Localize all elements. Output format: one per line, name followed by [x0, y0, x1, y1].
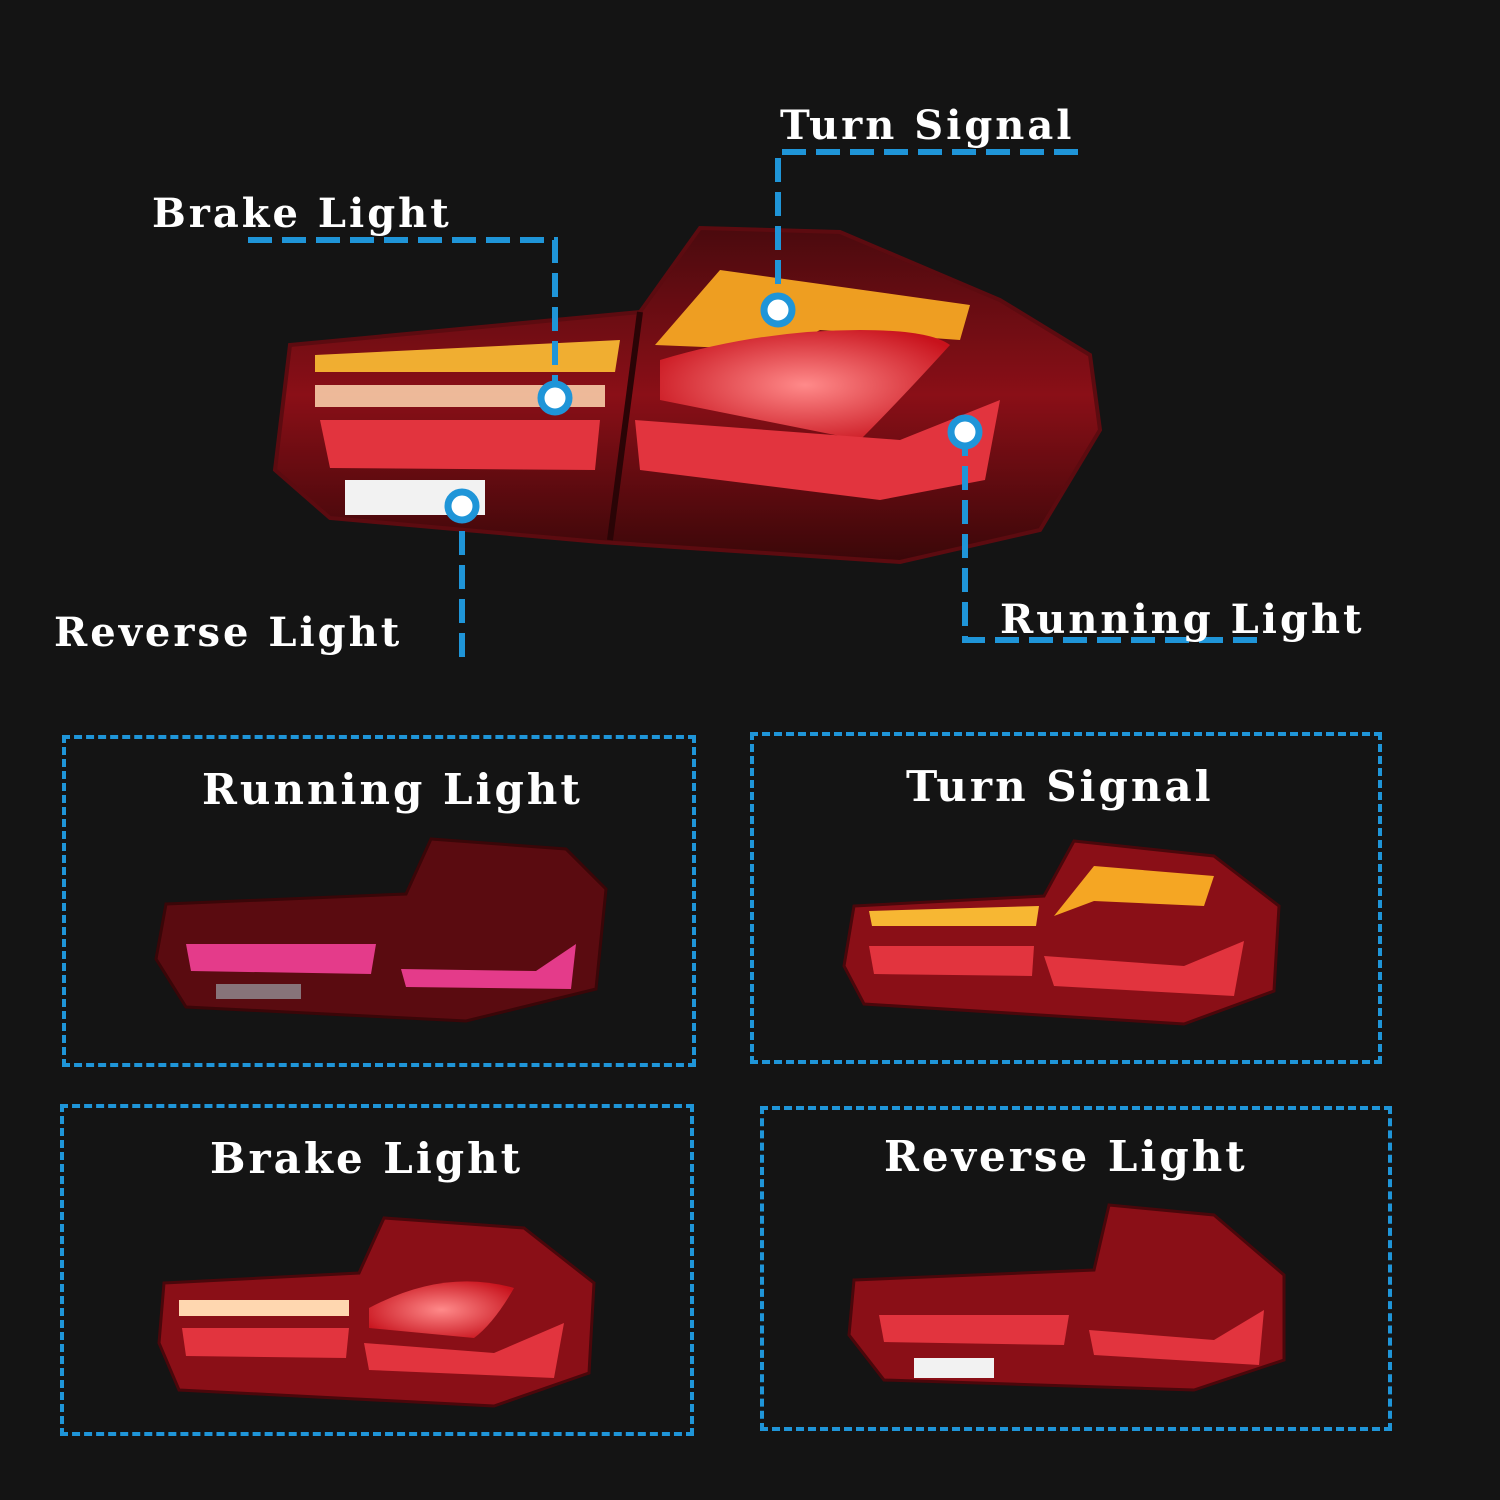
panel-reverse-light: Reverse Light — [760, 1106, 1392, 1431]
marker-turn-signal — [760, 292, 796, 328]
callout-markers — [444, 292, 983, 524]
marker-brake-light — [537, 380, 573, 416]
reverse-lamp-lit — [914, 1358, 994, 1378]
turn-signal-lamp — [655, 270, 970, 350]
panel-title: Brake Light — [210, 1134, 524, 1183]
marker-running-light — [947, 414, 983, 450]
callout-running-light: Running Light — [1000, 596, 1365, 643]
running-light-image — [154, 837, 608, 1023]
turn-amber-main — [1054, 866, 1214, 916]
callout-reverse-light: Reverse Light — [54, 609, 403, 656]
turn-signal-image — [842, 839, 1281, 1026]
brake-led-strip-small — [179, 1300, 349, 1316]
brake-led-strip — [315, 385, 605, 407]
running-light-lower-left — [320, 420, 600, 470]
brake-light-image — [157, 1216, 596, 1408]
panel-turn-signal: Turn Signal — [750, 732, 1382, 1064]
running-light-lower-right — [635, 400, 1000, 500]
panel-title: Reverse Light — [884, 1132, 1248, 1181]
turn-strip — [315, 340, 620, 372]
panel-title: Turn Signal — [906, 762, 1214, 811]
main-taillight-diagram — [248, 149, 1265, 657]
brake-diamond-cluster — [660, 330, 950, 440]
reverse-light-image — [847, 1203, 1286, 1392]
brake-cluster-small — [369, 1281, 514, 1338]
leader-lines — [248, 149, 1265, 657]
panel-brake-light: Brake Light — [60, 1104, 694, 1436]
taillight-housing — [272, 225, 1103, 565]
running-led-right — [401, 944, 576, 989]
marker-reverse-light — [444, 488, 480, 524]
callout-brake-light: Brake Light — [152, 190, 452, 237]
running-led-left — [186, 944, 376, 974]
panel-title: Running Light — [202, 765, 583, 814]
turn-strip-left — [869, 906, 1039, 926]
panel-running-light: Running Light — [62, 735, 696, 1067]
callout-turn-signal: Turn Signal — [780, 102, 1075, 149]
